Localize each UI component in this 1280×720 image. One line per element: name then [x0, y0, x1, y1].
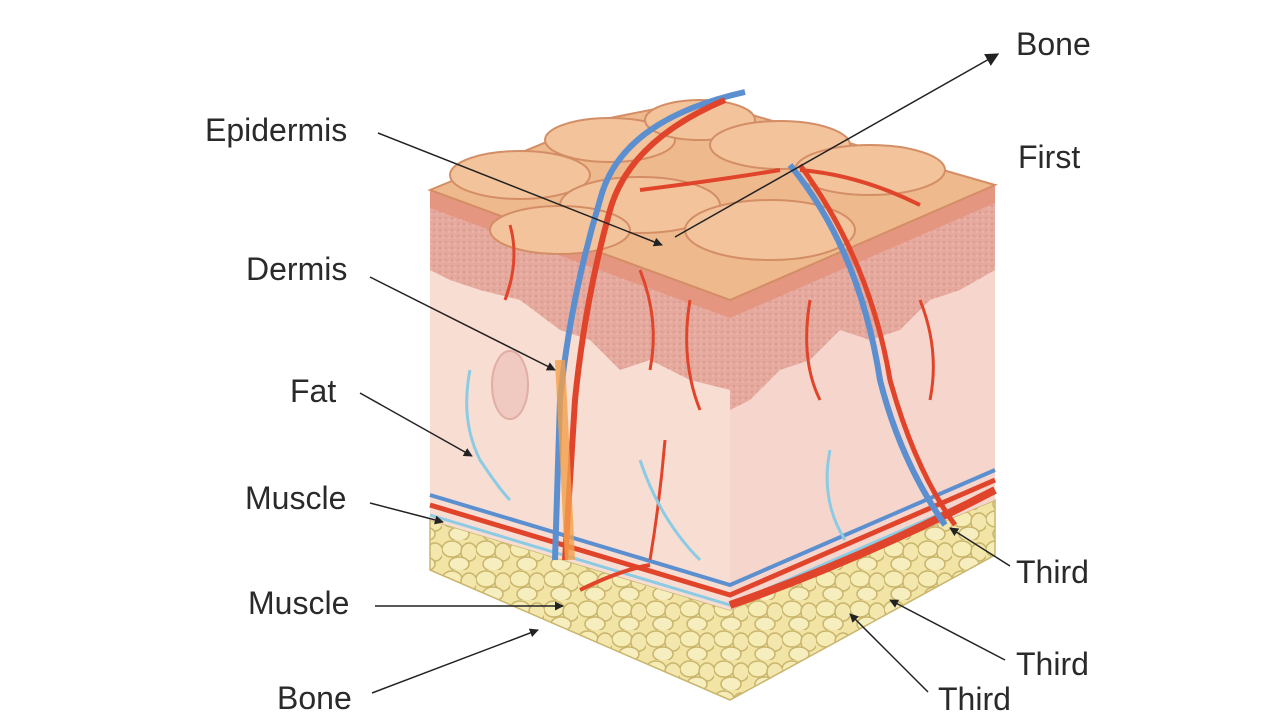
- leader-muscle-1: [369, 502, 444, 525]
- leader-fat: [359, 392, 473, 457]
- leader-third-1: [949, 527, 1011, 567]
- label-dermis: Dermis: [246, 251, 348, 287]
- blood-vessels: [465, 89, 958, 592]
- label-epidermis: Epidermis: [205, 112, 348, 148]
- label-bone-bottom: Bone: [277, 680, 352, 716]
- muscle-band: [429, 468, 997, 609]
- leader-dermis: [369, 276, 556, 371]
- leader-epidermis: [377, 132, 663, 247]
- label-muscle-2: Muscle: [248, 585, 350, 621]
- leader-third-3: [849, 613, 929, 693]
- label-third-1: Third: [1016, 554, 1089, 590]
- label-muscle-1: Muscle: [245, 480, 347, 516]
- leader-lines: [359, 53, 1011, 694]
- label-third-2: Third: [1016, 646, 1089, 682]
- leader-bone-bottom: [371, 628, 539, 694]
- label-first: First: [1018, 139, 1081, 175]
- label-bone-top: Bone: [1016, 26, 1091, 62]
- leader-bone-top: [674, 53, 1000, 238]
- label-fat: Fat: [290, 373, 337, 409]
- label-third-3: Third: [938, 681, 1011, 717]
- follicle: [491, 350, 529, 420]
- leader-third-2: [889, 599, 1006, 661]
